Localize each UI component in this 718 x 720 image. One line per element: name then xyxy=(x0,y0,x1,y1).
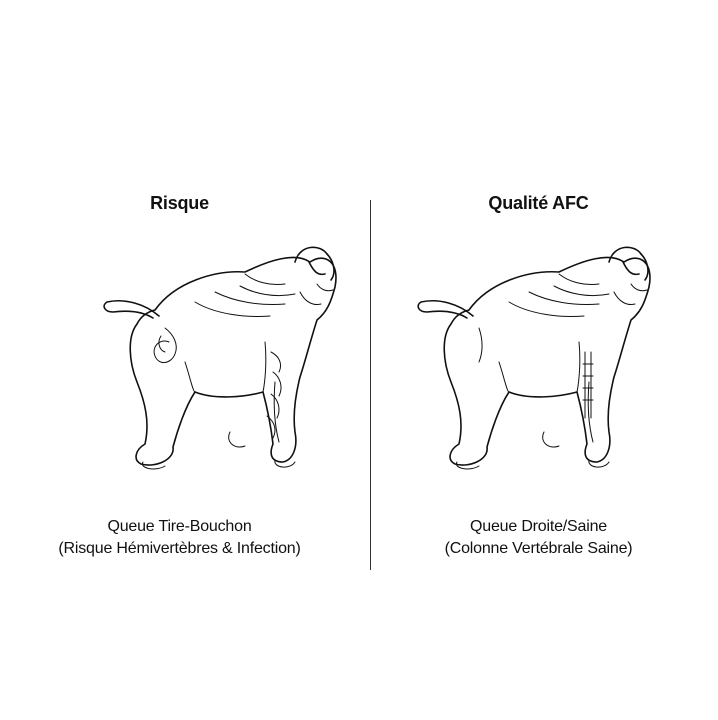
panel-heading-quality: Qualité AFC xyxy=(359,193,718,214)
caption-detail-risk: (Risque Hémivertèbres & Infection) xyxy=(0,538,359,560)
bulldog-illustration-corkscrew-tail xyxy=(95,232,345,492)
caption-detail-quality: (Colonne Vertébrale Saine) xyxy=(359,538,718,560)
caption-title-quality: Queue Droite/Saine xyxy=(359,516,718,538)
panel-heading-risk: Risque xyxy=(0,193,359,214)
bulldog-illustration-straight-tail xyxy=(409,232,659,492)
panel-quality: Qualité AFC Queue Droite/Saine (Colonne … xyxy=(359,0,718,720)
panel-caption-quality: Queue Droite/Saine (Colonne Vertébrale S… xyxy=(359,516,718,560)
caption-title-risk: Queue Tire-Bouchon xyxy=(0,516,359,538)
panel-risk: Risque Queue Tire-Bouchon xyxy=(0,0,359,720)
panel-caption-risk: Queue Tire-Bouchon (Risque Hémivertèbres… xyxy=(0,516,359,560)
